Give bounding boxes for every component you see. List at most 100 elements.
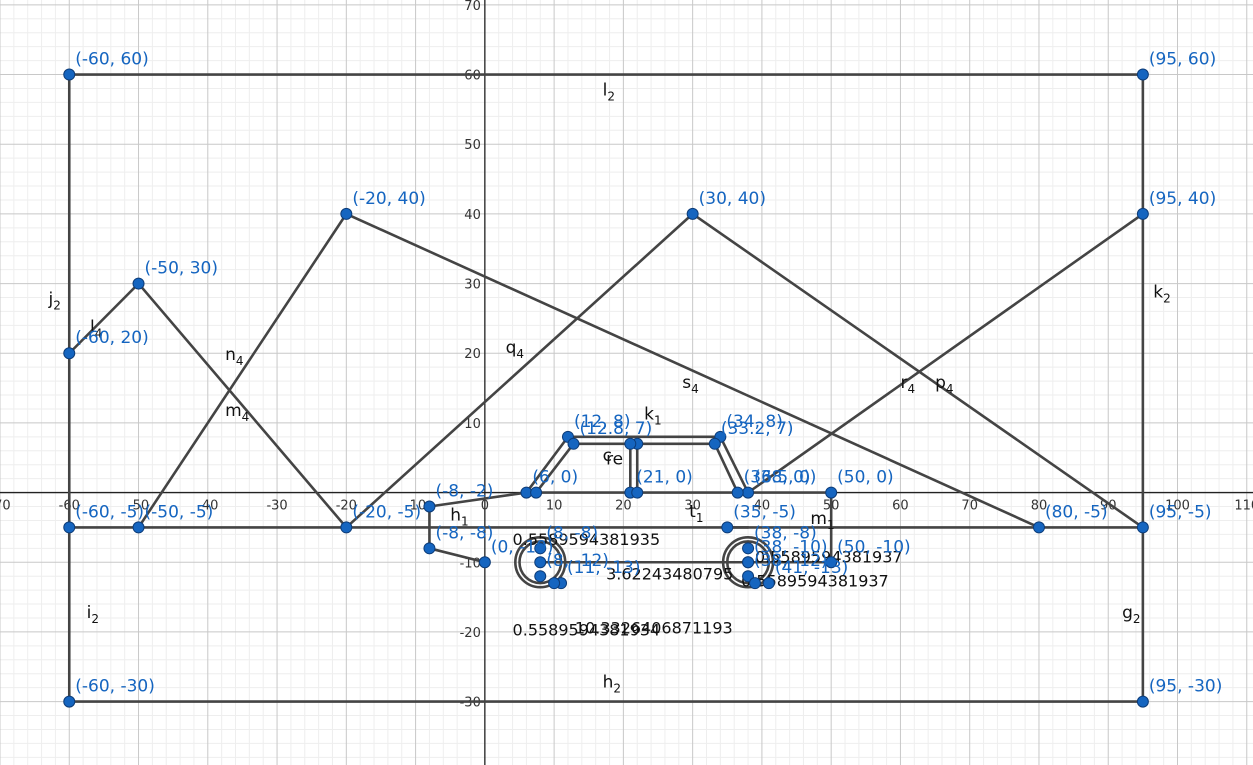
car-wheels xyxy=(514,536,775,589)
x-tick-label: 80 xyxy=(1031,499,1048,514)
point[interactable] xyxy=(132,521,145,534)
segment[interactable] xyxy=(345,212,694,529)
y-tick-label: 30 xyxy=(464,278,481,293)
point[interactable] xyxy=(686,207,699,220)
point[interactable] xyxy=(534,570,547,583)
point-label: (95, 60) xyxy=(1149,50,1216,70)
point[interactable] xyxy=(708,437,721,450)
object-label: c xyxy=(603,446,612,466)
point-label: (-60, -30) xyxy=(75,677,155,697)
x-tick-label: 0 xyxy=(481,499,489,514)
measurement-label: 0.5589594381934 xyxy=(513,620,661,639)
point[interactable] xyxy=(423,542,436,555)
point[interactable] xyxy=(742,542,755,555)
point[interactable] xyxy=(721,521,734,534)
point-label: (12.8, 7) xyxy=(580,419,653,439)
point-label: (95, -5) xyxy=(1149,502,1212,522)
y-tick-label: 10 xyxy=(464,417,481,432)
point[interactable] xyxy=(624,437,637,450)
point[interactable] xyxy=(340,521,353,534)
point[interactable] xyxy=(534,556,547,569)
point[interactable] xyxy=(1136,521,1149,534)
point[interactable] xyxy=(530,486,543,499)
segment[interactable] xyxy=(525,435,570,494)
point[interactable] xyxy=(825,556,838,569)
point-label: (38, -8) xyxy=(754,523,817,543)
point-label: (95, 40) xyxy=(1149,189,1216,209)
object-label: j2 xyxy=(47,289,60,312)
point-label: (6, 0) xyxy=(532,468,578,488)
point[interactable] xyxy=(825,486,838,499)
object-label: q4 xyxy=(506,338,524,361)
measurement-label: 0.5589594381937 xyxy=(741,572,889,591)
point[interactable] xyxy=(63,347,76,360)
point[interactable] xyxy=(1136,68,1149,81)
point-label: (21, 0) xyxy=(636,468,693,488)
object-label: m4 xyxy=(225,401,249,424)
x-tick-label: 10 xyxy=(546,499,563,514)
segment[interactable] xyxy=(719,435,750,494)
segment[interactable] xyxy=(428,547,487,564)
y-tick-label: 70 xyxy=(464,0,481,14)
point[interactable] xyxy=(1032,521,1045,534)
point-label: (38, -12) xyxy=(754,551,827,571)
point[interactable] xyxy=(1136,695,1149,708)
segment[interactable] xyxy=(67,282,140,355)
object-label: n4 xyxy=(225,345,243,368)
point[interactable] xyxy=(567,437,580,450)
x-tick-label: 60 xyxy=(892,499,909,514)
point-label: (95, -30) xyxy=(1149,677,1222,697)
y-tick-label: 60 xyxy=(464,69,481,84)
point[interactable] xyxy=(423,500,436,513)
point-label: (50, -10) xyxy=(837,537,910,557)
point-label: (8, -8) xyxy=(546,523,598,543)
object-label: re xyxy=(606,450,623,470)
point[interactable] xyxy=(548,577,561,590)
point-label: (-8, -2) xyxy=(435,482,493,502)
segment[interactable] xyxy=(345,212,1041,529)
x-tick-label: -70 xyxy=(0,499,11,514)
point[interactable] xyxy=(762,577,775,590)
point[interactable] xyxy=(742,486,755,499)
y-tick-label: 20 xyxy=(464,347,481,362)
segment[interactable] xyxy=(137,282,348,529)
point[interactable] xyxy=(132,277,145,290)
point-label: (-50, 30) xyxy=(145,259,218,279)
segment[interactable] xyxy=(713,442,739,494)
segment[interactable] xyxy=(534,442,575,494)
wheel-arc[interactable] xyxy=(514,536,567,589)
point[interactable] xyxy=(478,556,491,569)
point-labels: (-60, 60)(95, 60)(-60, -30)(95, -30)(-60… xyxy=(75,50,1222,697)
x-tick-label: 30 xyxy=(684,499,701,514)
point[interactable] xyxy=(631,486,644,499)
point[interactable] xyxy=(1136,207,1149,220)
point[interactable] xyxy=(731,486,744,499)
segment[interactable] xyxy=(691,212,1145,529)
x-tick-label: 70 xyxy=(961,499,978,514)
point[interactable] xyxy=(534,542,547,555)
y-tick-label: 50 xyxy=(464,138,481,153)
object-label: s4 xyxy=(682,373,699,396)
point-label: (8, -12) xyxy=(546,551,609,571)
wheel-arc[interactable] xyxy=(518,540,563,585)
segment[interactable] xyxy=(746,212,1145,494)
point-label: (-20, 40) xyxy=(352,189,425,209)
point[interactable] xyxy=(748,577,761,590)
segment[interactable] xyxy=(137,212,348,529)
point[interactable] xyxy=(340,207,353,220)
segment[interactable] xyxy=(428,491,528,508)
point[interactable] xyxy=(63,68,76,81)
point[interactable] xyxy=(742,556,755,569)
wheel-arc[interactable] xyxy=(725,540,771,585)
wheel-arc[interactable] xyxy=(721,536,775,589)
measurement-label: 3.62243480795 xyxy=(606,565,733,584)
point-label: (0, -10) xyxy=(491,537,554,557)
point-label: (-60, 20) xyxy=(75,328,148,348)
object-label: g2 xyxy=(1122,603,1140,626)
point[interactable] xyxy=(63,695,76,708)
object-label: p4 xyxy=(935,373,953,396)
point[interactable] xyxy=(63,521,76,534)
